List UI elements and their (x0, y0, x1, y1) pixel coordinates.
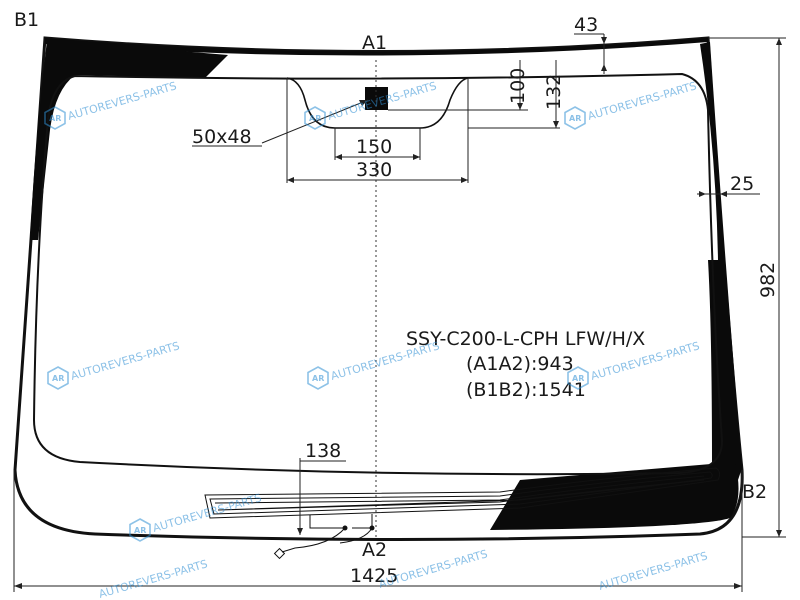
dim-top-band (574, 33, 607, 74)
label-sensor-size: 50x48 (192, 126, 252, 148)
svg-text:AR: AR (134, 526, 146, 535)
heater-grid (204, 467, 721, 560)
label-heater-width: 138 (305, 440, 341, 462)
dim-sensor-outer-width (286, 78, 469, 183)
heater-contact-right (369, 525, 375, 531)
svg-text:AR: AR (572, 374, 584, 383)
svg-text:AR: AR (52, 374, 64, 383)
svg-text:AR: AR (49, 114, 61, 123)
leader-arrow-sensor-size (359, 100, 368, 106)
sensor-zone (286, 77, 469, 129)
label-sensor-zone-height: 132 (543, 74, 565, 110)
label-total-width: 1425 (350, 565, 398, 587)
dim-sensor-heights (388, 60, 560, 129)
dim-sensor-inner-width (334, 128, 421, 160)
label-sensor-height: 100 (507, 68, 529, 104)
ceramic-band-right (700, 42, 742, 480)
svg-text:AR: AR (312, 374, 324, 383)
label-sensor-outer-width: 330 (356, 159, 392, 181)
dim-total-width (13, 470, 743, 592)
svg-text:AR: AR (569, 114, 581, 123)
glass-outline (13, 36, 744, 541)
label-corner-b1: B1 (14, 9, 39, 31)
label-corner-a1: A1 (362, 32, 387, 54)
label-side-band: 25 (730, 173, 754, 195)
watermark-10: AUTOREVERS-PARTS (97, 557, 209, 600)
dimension-a1a2: (A1A2):943 (466, 353, 574, 375)
viewing-area-outline (32, 72, 724, 476)
label-top-band: 43 (574, 14, 598, 36)
ceramic-band-left (30, 40, 228, 240)
label-corner-a2: A2 (362, 539, 387, 561)
dim-heater-width (297, 458, 346, 535)
svg-text:AUTOREVERS-PARTS: AUTOREVERS-PARTS (97, 557, 209, 600)
dimension-b1b2: (B1B2):1541 (466, 379, 586, 401)
sensor-square (365, 87, 388, 110)
ceramic-band-top (45, 38, 708, 56)
dim-total-height (708, 37, 786, 538)
part-code: SSY-C200-L-CPH LFW/H/X (406, 328, 645, 350)
leader-sensor-size (261, 99, 369, 144)
svg-text:AR: AR (309, 114, 321, 123)
label-corner-b2: B2 (742, 481, 767, 503)
dim-side-band (697, 191, 760, 197)
label-total-height: 982 (757, 262, 779, 298)
heater-contact-left (342, 525, 348, 531)
label-sensor-inner-width: 150 (356, 136, 392, 158)
